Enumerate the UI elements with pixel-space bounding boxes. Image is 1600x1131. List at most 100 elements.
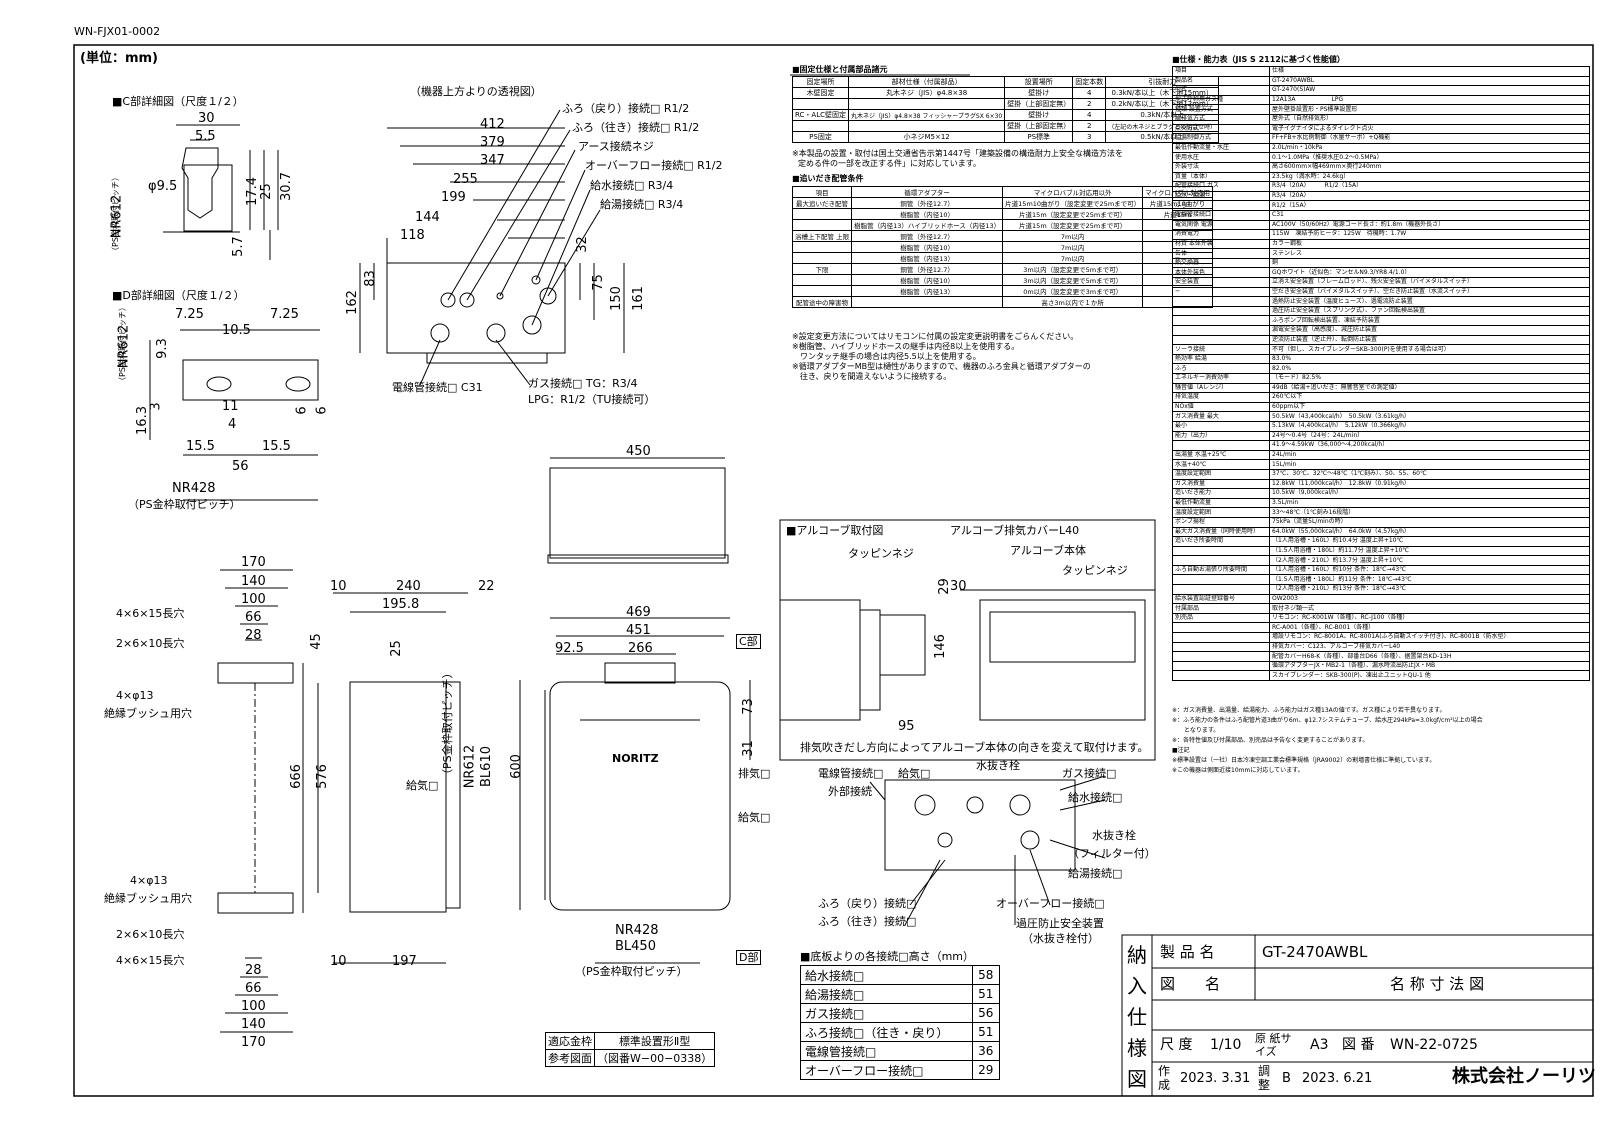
alcove-note: 排気吹きだし方向によってアルコーブ本体の向きを変えて取付けます。 [800,741,1149,754]
fv-dim-469: 469 [626,605,651,620]
bv-external: 外部接続 [828,785,872,798]
fv-haiki: 排気□ [738,767,771,780]
alcove-dim-146: 146 [932,634,948,659]
spec-value-cell: R3/4（20A） R1/2（15A） [1269,181,1590,192]
spec-footnote: ※この機器は側面近接10mmに対応しています。 [1172,767,1304,774]
tb-rev: B [1282,1071,1291,1086]
fv-dim-73: 73 [740,698,756,715]
c-dim-phi: φ9.5 [148,179,178,194]
sv-dim-195-8: 195.8 [382,597,420,612]
table-row: 安全装置立消え安全装置（フレームロッド）、残火安全装置（バイメタルスイッチ） [1172,277,1590,288]
spec-item-cell: 製品名 [1172,75,1270,87]
table-row: 給排気方式屋外式（自然排気形） [1172,113,1590,125]
spec-item-cell: 配管接続口 ガス [1172,181,1270,192]
spec-value-cell: 高さ600mm×幅469mm×奥行240mm [1269,161,1590,173]
tsuidaki-note-4: ※循環アダプターMB型は樋性がありますので、機器のふろ金具と循環アダプターの [792,362,1091,371]
callout-hotwater: 給湯接続□ R3/4 [600,198,684,211]
spec-value-cell: 5.13kW（4,400kcal/h） 5.12kW（0.366kg/h） [1269,420,1590,432]
alcove-screw-1: タッピンネジ [848,547,914,560]
spec-item-cell: 熱効率 給湯 [1172,353,1270,365]
sv-dim-10a: 10 [330,579,347,594]
d-dim-6b: 6 [314,406,330,415]
fv-ps-note-h: （PS金枠取付ピッチ） [575,965,688,978]
bv-furo-go: ふろ（往き）接続□ [818,915,917,928]
spec-footnote: ※：ガス消費量、出湯量、給湯能力、ふろ能力はガス種13Aの値です。ガス種により若… [1172,707,1446,714]
spec-item-cell [1172,622,1270,634]
spec-value-cell: 逆流防止装置（逆止弁）、転倒防止装置 [1269,334,1590,346]
spec-value-cell: 不可（但し、スカイブレンダーSKB-300(P)を使用する場合は可） [1269,344,1590,355]
alcove-title: ■アルコーブ取付図 [786,524,884,537]
spec-item-cell: 種類 設置方式 [1172,104,1270,115]
sv-bot-66: 66 [245,981,262,996]
table-row: 外装寸法高さ600mm×幅469mm×奥行240mm [1172,161,1590,173]
top-view-title: （機器上方よりの透視図） [410,85,542,98]
sv-label-hole-b: 4×φ13 [130,874,168,887]
d-dim-7-25b: 7.25 [270,307,299,322]
tb-adj-label: 調整 [1258,1064,1271,1092]
callout-gas-1: ガス接続□ TG：R3/4 [528,377,638,390]
spec-value-cell: 41.9〜4.59kW（36,000〜4,200kcal/h） [1269,440,1590,451]
table-row: 能力（出力）24号〜0.4号（24号：24L/min） [1172,430,1590,442]
table-row: 排気カバー：C123、アルコーブ排気カバーL40 [1172,641,1590,653]
spec-item-cell [1172,334,1270,346]
table-row: 増設リモコン：RC-8001A、RC-8001A(ふろ自動スイッチ付き)、RC-… [1172,632,1590,643]
spec-value-cell: 循環アダプターJX・MB2-1（各種）、漏水時流出防止JX・MB [1269,660,1590,672]
table-row: （1.5人用浴槽・180L）約11.7分 温度上昇+10℃ [1172,545,1590,557]
table-row: ふろ接続□（往き・戻り）51 [800,1022,1001,1042]
spec-value-cell: （1人用浴槽・160L）約10.4分 温度上昇+10℃ [1269,536,1590,547]
table-row: 給水接続□58 [800,965,1001,985]
sv-dim-170: 170 [241,555,266,570]
tb-scale-label: 尺 度 [1160,1037,1193,1053]
sv-label-bush-b: 絶縁ブッシュ用穴 [104,892,192,905]
spec-item-cell: 使用水圧 [1172,152,1270,163]
c-dim-5-7: 5.7 [230,236,246,257]
spec-value-cell: 漏電安全装置（高感度）、減圧防止装置 [1269,325,1590,336]
fv-bl610: BL610 [478,746,494,787]
table-row: ソーラ接続不可（但し、スカイブレンダーSKB-300(P)を使用する場合は可） [1172,344,1590,355]
table-row: 点火方式電子イグナイタによるダイレクト点火 [1172,123,1590,135]
spec-value-cell: 過圧防止安全装置（スプリング式）、ファン回転検出装置 [1269,305,1590,317]
spec-value-cell: 電子イグナイタによるダイレクト点火 [1269,123,1590,135]
spec-item-cell: 水温+40℃ [1172,459,1270,470]
sv-dim-25: 25 [388,640,404,657]
tsuidaki-title: ■追いだき配管条件 [792,174,864,183]
d-dim-3: 3 [148,402,164,411]
fixing-title: ■固定仕様と付属部品諸元 [792,65,888,74]
spec-item-cell: 温度設定範囲 [1172,507,1270,518]
fv-nr612: NR612 [462,744,478,789]
tb-product-label: 製 品 名 [1160,943,1215,961]
spec-item-cell [1172,325,1270,336]
sv-dim-140: 140 [241,574,266,589]
c-dim-25: 25 [258,183,274,200]
alcove-cover-label: アルコーブ排気カバーL40 [950,524,1080,537]
spec-value-cell: 屋外壁掛設置形・PS標準設置形 [1269,104,1590,115]
table-row: 追いだき所要時間（1人用浴槽・160L）約10.4分 温度上昇+10℃ [1172,536,1590,547]
spec-item-cell: 給水装置認証登録番号 [1172,593,1270,605]
spec-item-cell [1172,574,1270,586]
sv-label-hole-a: 4×φ13 [116,689,154,702]
top-dim-162: 162 [344,290,360,315]
tb-fig-label: 図 名 [1160,975,1221,993]
spec-item-cell: 別売品 [1172,612,1270,624]
sv-bot-140: 140 [241,1017,266,1032]
table-row: 項目仕様 [1172,66,1590,77]
top-dim-150: 150 [608,286,624,311]
spec-value-cell: スカイブレンダー：SKB-300(P)、凍出止ユニットQU-1 他 [1269,670,1590,681]
ref-table: 適応金枠標準設置形Ⅱ型 参考図面（図番W−00−0338） [545,1032,716,1067]
spec-footnote: ■注記 [1172,747,1190,754]
d-dim-9-3: 9.3 [154,338,170,359]
top-dim-83: 83 [362,270,378,287]
sv-label-slot-10a: 2×6×10長穴 [116,637,185,650]
top-dim-255: 255 [453,172,478,187]
spec-value-cell: （モード）82.5% [1269,373,1590,384]
